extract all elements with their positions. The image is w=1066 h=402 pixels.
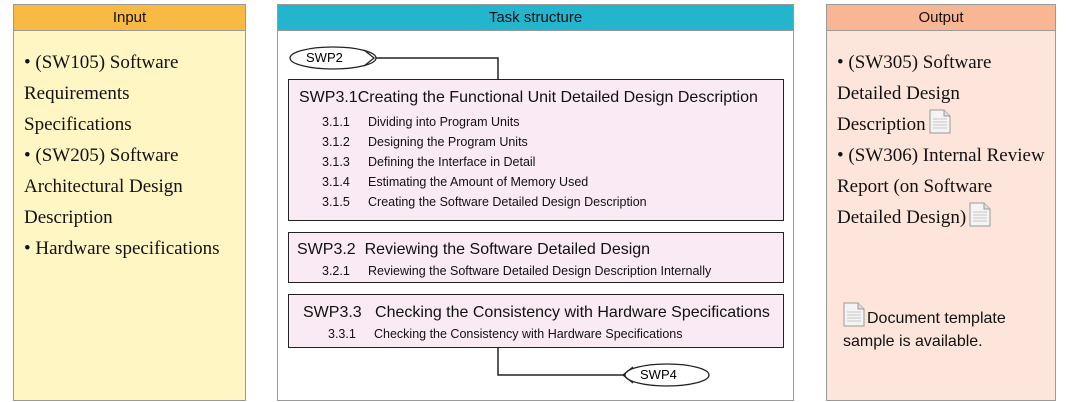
task-structure-column: Task structure SWP2 SWP4 SWP3.1Creating … bbox=[277, 4, 794, 401]
task-structure-header: Task structure bbox=[278, 5, 793, 31]
input-header: Input bbox=[14, 5, 245, 31]
document-icon bbox=[929, 109, 951, 134]
swp4-connector-shape bbox=[624, 363, 710, 387]
output-header: Output bbox=[827, 5, 1055, 31]
swp4-connector-label: SWP4 bbox=[640, 367, 677, 382]
swp2-connector-label: SWP2 bbox=[306, 50, 343, 65]
task-group-name: Reviewing the Software Detailed Design bbox=[364, 241, 651, 258]
input-column: Input • (SW105) Software Requirements Sp… bbox=[13, 4, 246, 401]
task-group-title: SWP3.3 Checking the Consistency with Har… bbox=[303, 304, 770, 322]
flow-connector-lines bbox=[289, 46, 710, 387]
output-column: Output • (SW305) Software Detailed Desig… bbox=[826, 4, 1056, 401]
task-group-title: SWP3.1Creating the Functional Unit Detai… bbox=[299, 89, 758, 107]
task-group-swp3-1: SWP3.1Creating the Functional Unit Detai… bbox=[288, 79, 784, 221]
task-group-swp3-2: SWP3.2 Reviewing the Software Detailed D… bbox=[288, 232, 784, 283]
output-item: • (SW306) Internal Review Report (on Sof… bbox=[837, 145, 1045, 228]
input-item: • (SW105) Software Requirements Specific… bbox=[24, 52, 179, 135]
document-icon bbox=[969, 202, 991, 227]
document-icon bbox=[843, 302, 865, 327]
output-list: • (SW305) Software Detailed Design Descr… bbox=[827, 31, 1055, 233]
task-group-name: Creating the Functional Unit Detailed De… bbox=[357, 89, 758, 106]
task-group-title: SWP3.2 Reviewing the Software Detailed D… bbox=[297, 241, 650, 259]
input-item: • Hardware specifications bbox=[24, 238, 220, 259]
task-group-id: SWP3.3 bbox=[303, 304, 362, 321]
task-group-name: Checking the Consistency with Hardware S… bbox=[375, 304, 770, 321]
task-group-id: SWP3.2 bbox=[297, 241, 356, 258]
input-item: • (SW205) Software Architectural Design … bbox=[24, 145, 183, 228]
template-note-text: Document template sample is available. bbox=[843, 310, 1006, 350]
task-group-swp3-3: SWP3.3 Checking the Consistency with Har… bbox=[288, 294, 784, 348]
template-note: Document template sample is available. bbox=[843, 302, 1043, 353]
input-list: • (SW105) Software Requirements Specific… bbox=[14, 31, 245, 264]
task-group-id: SWP3.1 bbox=[299, 89, 358, 106]
swp2-connector-shape bbox=[289, 46, 377, 70]
output-item: • (SW305) Software Detailed Design Descr… bbox=[837, 52, 992, 135]
